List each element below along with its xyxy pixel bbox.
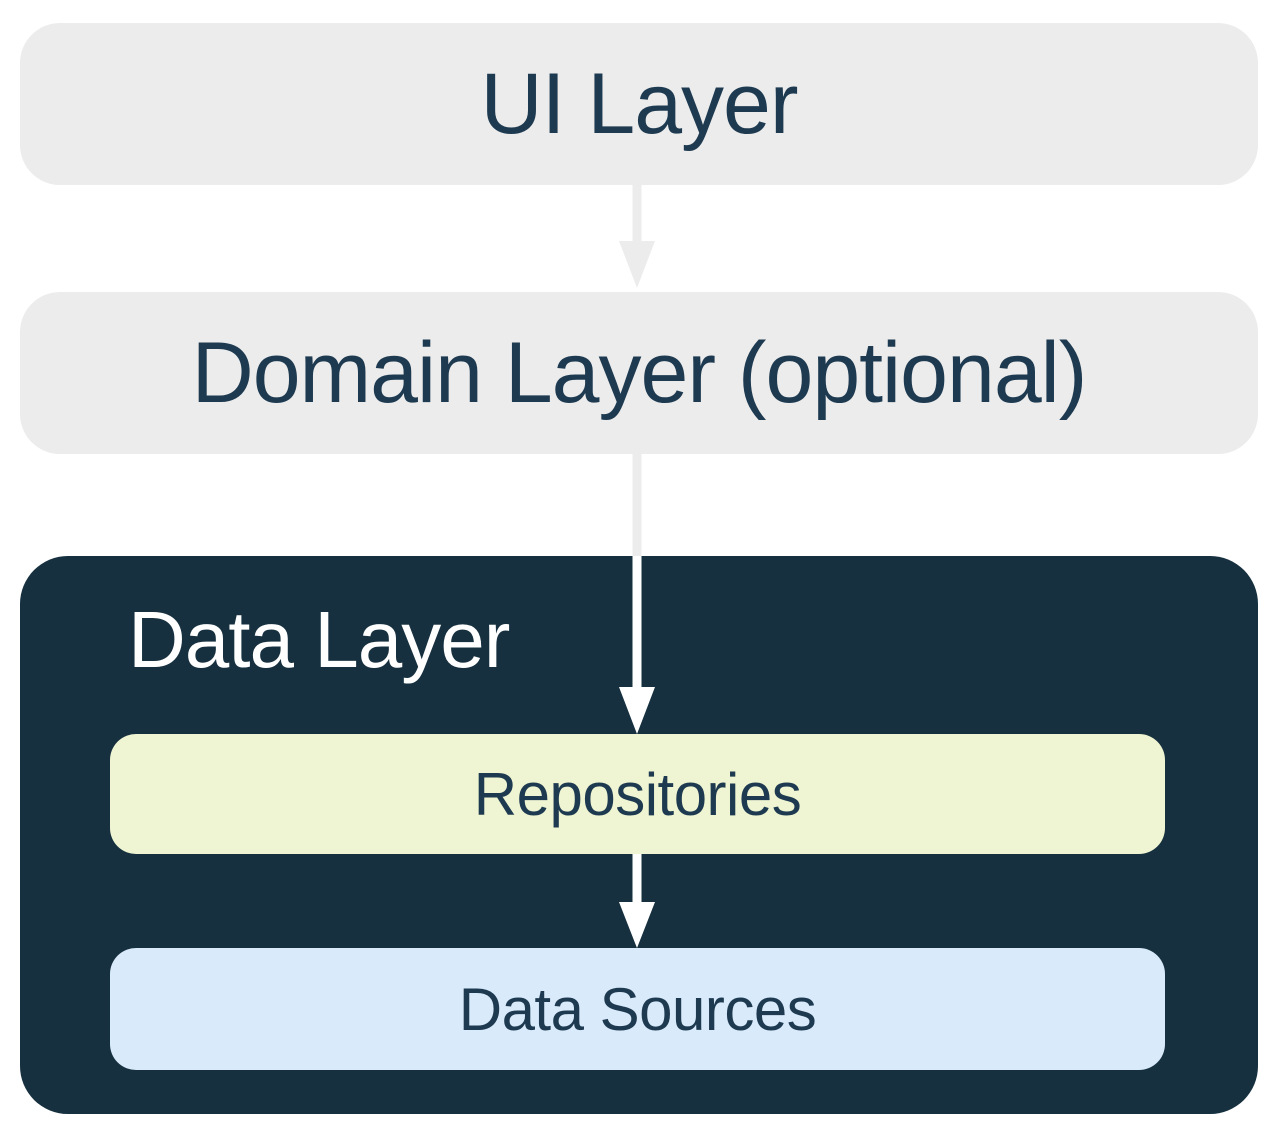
repositories-box: Repositories — [110, 734, 1165, 854]
down-arrow-icon — [619, 454, 655, 734]
connector-domain-to-repositories — [617, 454, 657, 734]
down-arrow-icon — [619, 185, 655, 288]
domain-layer-box: Domain Layer (optional) — [20, 292, 1258, 454]
ui-layer-box: UI Layer — [20, 23, 1258, 185]
domain-layer-label: Domain Layer (optional) — [191, 324, 1088, 421]
down-arrow-icon — [619, 854, 655, 948]
data-layer-label: Data Layer — [128, 595, 510, 684]
ui-layer-label: UI Layer — [480, 55, 798, 152]
repositories-label: Repositories — [473, 760, 802, 828]
data-sources-label: Data Sources — [458, 975, 817, 1043]
connector-repositories-to-data-sources — [617, 854, 657, 948]
data-sources-box: Data Sources — [110, 948, 1165, 1070]
connector-ui-to-domain — [617, 185, 657, 288]
